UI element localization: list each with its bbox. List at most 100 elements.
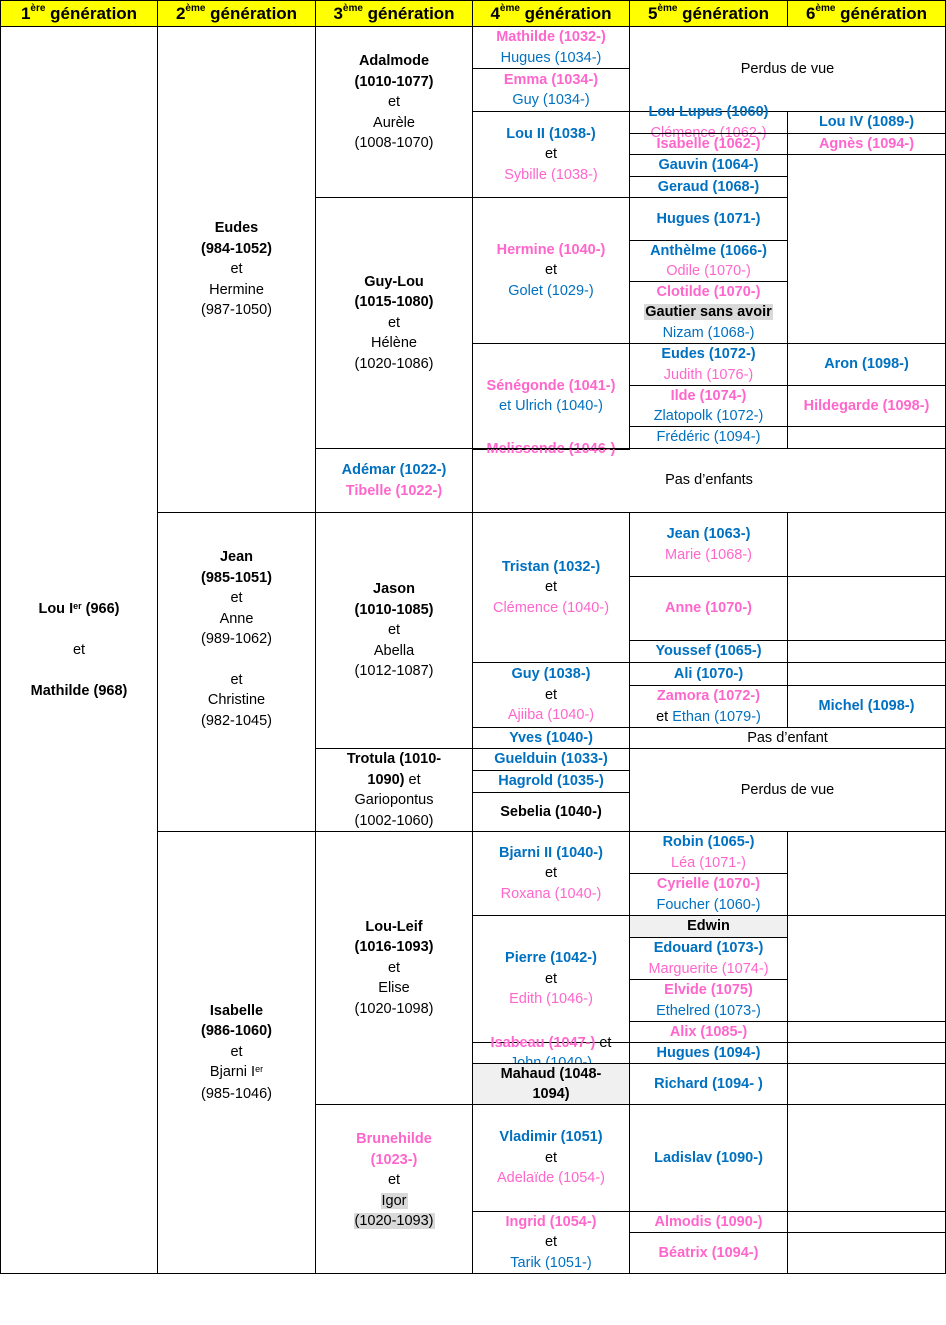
person-line: Robin (1065-) — [663, 832, 755, 853]
person-cell: Robin (1065-)Léa (1071-) — [629, 831, 788, 874]
person-cell: Cyrielle (1070-)Foucher (1060-) — [629, 873, 788, 916]
person-text: Cyrielle (1070-) — [656, 876, 761, 892]
person-cell: Isabeau (1047-) etJohn (1040-) — [472, 1035, 630, 1071]
person-text: Aron (1098-) — [824, 356, 909, 373]
person-text: et — [72, 642, 86, 659]
person-text: Jean — [219, 549, 254, 565]
person-text: Clémence (1040-) — [492, 599, 610, 616]
person-line: (1023-) — [371, 1150, 418, 1171]
person-line: Adelaïde (1054-) — [497, 1168, 605, 1189]
person-line: Almodis (1090-) — [655, 1212, 763, 1233]
person-cell: Ladislav (1090-) — [629, 1104, 788, 1212]
person-cell — [787, 154, 946, 344]
person-text: (1023-) — [370, 1151, 418, 1168]
person-text: (1015-1080) — [354, 294, 434, 311]
person-line: Lou Lupus (1060) — [648, 102, 768, 123]
person-text: Yves (1040-) — [509, 729, 593, 746]
person-line: (987-1050) — [201, 300, 272, 321]
person-cell — [787, 1104, 946, 1212]
person-text: Geraud (1068-) — [657, 178, 760, 195]
person-text: Hugues (1034-) — [500, 49, 602, 66]
person-cell: Edwin — [629, 915, 788, 938]
person-text: Jean (1063-) — [666, 526, 751, 542]
person-line: et — [388, 92, 400, 113]
person-cell: Lou IV (1089-) — [787, 111, 946, 134]
person-line: Eudes — [215, 218, 259, 239]
ordinal-sup: er — [255, 1064, 264, 1075]
person-line: Adalmode — [359, 51, 429, 72]
person-line: Béatrix (1094-) — [659, 1243, 759, 1264]
person-text: Elvide (1075) — [664, 982, 753, 998]
person-line: (1020-1093) — [353, 1211, 435, 1232]
person-text: et — [544, 1149, 558, 1166]
person-line: Hagrold (1035-) — [498, 771, 604, 792]
person-line: Yves (1040-) — [509, 728, 593, 749]
person-text: Michel (1098-) — [818, 698, 915, 715]
person-cell: Richard (1094- ) — [629, 1063, 788, 1105]
person-line: et — [388, 1170, 400, 1191]
person-cell: Edouard (1073-)Marguerite (1074-) — [629, 937, 788, 980]
person-text: et — [387, 1172, 401, 1188]
person-line: et — [388, 313, 400, 334]
person-line: Jason — [373, 579, 415, 600]
person-cell: Hagrold (1035-) — [472, 770, 630, 793]
person-text: et — [230, 590, 243, 606]
person-cell: Pas d’enfants — [472, 448, 946, 513]
person-text: et — [544, 1234, 558, 1251]
person-line: Elvide (1075) — [664, 980, 753, 1001]
person-text: Judith (1076-) — [663, 366, 754, 383]
person-line: Sebelia (1040-) — [500, 802, 602, 823]
person-text: Lou II (1038-) — [506, 125, 596, 142]
person-text: (1010-1085) — [354, 601, 434, 618]
person-text: 1094) — [532, 1086, 570, 1102]
person-cell — [787, 1232, 946, 1274]
person-text: Zlatopolk (1072-) — [653, 408, 764, 424]
person-line: 1094) — [532, 1084, 569, 1105]
person-text: (1010-1077) — [354, 73, 434, 90]
person-text: Ajiiba (1040-) — [507, 707, 595, 724]
person-text: et — [387, 959, 401, 976]
person-text: Robin (1065-) — [662, 834, 755, 850]
person-text: Hildegarde (1098-) — [803, 397, 930, 414]
person-cell — [787, 831, 946, 916]
person-line: Isabeau (1047-) et — [491, 1033, 612, 1054]
ordinal-sup: er — [73, 600, 82, 611]
person-text: Gautier sans avoir — [644, 304, 773, 321]
person-cell: Frédéric (1094-) — [629, 426, 788, 449]
person-text: et — [544, 146, 558, 163]
person-text: Tibelle (1022-) — [345, 482, 443, 499]
person-text: Gariopontus — [354, 792, 434, 808]
person-cell: Geraud (1068-) — [629, 176, 788, 198]
person-line: Isabelle (1062-) — [657, 134, 761, 155]
person-cell: Almodis (1090-) — [629, 1211, 788, 1233]
person-cell — [787, 1211, 946, 1233]
person-line: Edwin — [687, 916, 730, 937]
person-text: Richard (1094- ) — [654, 1075, 763, 1092]
person-text: Anne (1070-) — [664, 600, 753, 617]
person-text: Hermine — [209, 281, 264, 298]
person-text: Edwin — [687, 918, 730, 935]
person-cell: Aron (1098-) — [787, 343, 946, 386]
person-line: Lou Ier (966) — [38, 599, 119, 621]
person-text: Marguerite (1074-) — [648, 960, 769, 977]
person-line: Hermine (1040-) — [497, 240, 606, 261]
person-line: et — [545, 863, 557, 884]
person-line: Michel (1098-) — [819, 696, 915, 717]
person-text: Abella — [373, 642, 415, 659]
person-text-suffix: Ethan (1079-) — [672, 708, 761, 725]
person-text: Ilde (1074-) — [670, 387, 747, 404]
person-text: et — [230, 261, 243, 278]
person-line: Odile (1070-) — [666, 261, 751, 282]
person-cell — [787, 640, 946, 663]
person-line: Perdus de vue — [741, 59, 835, 80]
person-line: Anne — [220, 609, 254, 630]
person-line: Zamora (1072-) — [657, 686, 760, 707]
person-line: Tarik (1051-) — [510, 1253, 591, 1274]
